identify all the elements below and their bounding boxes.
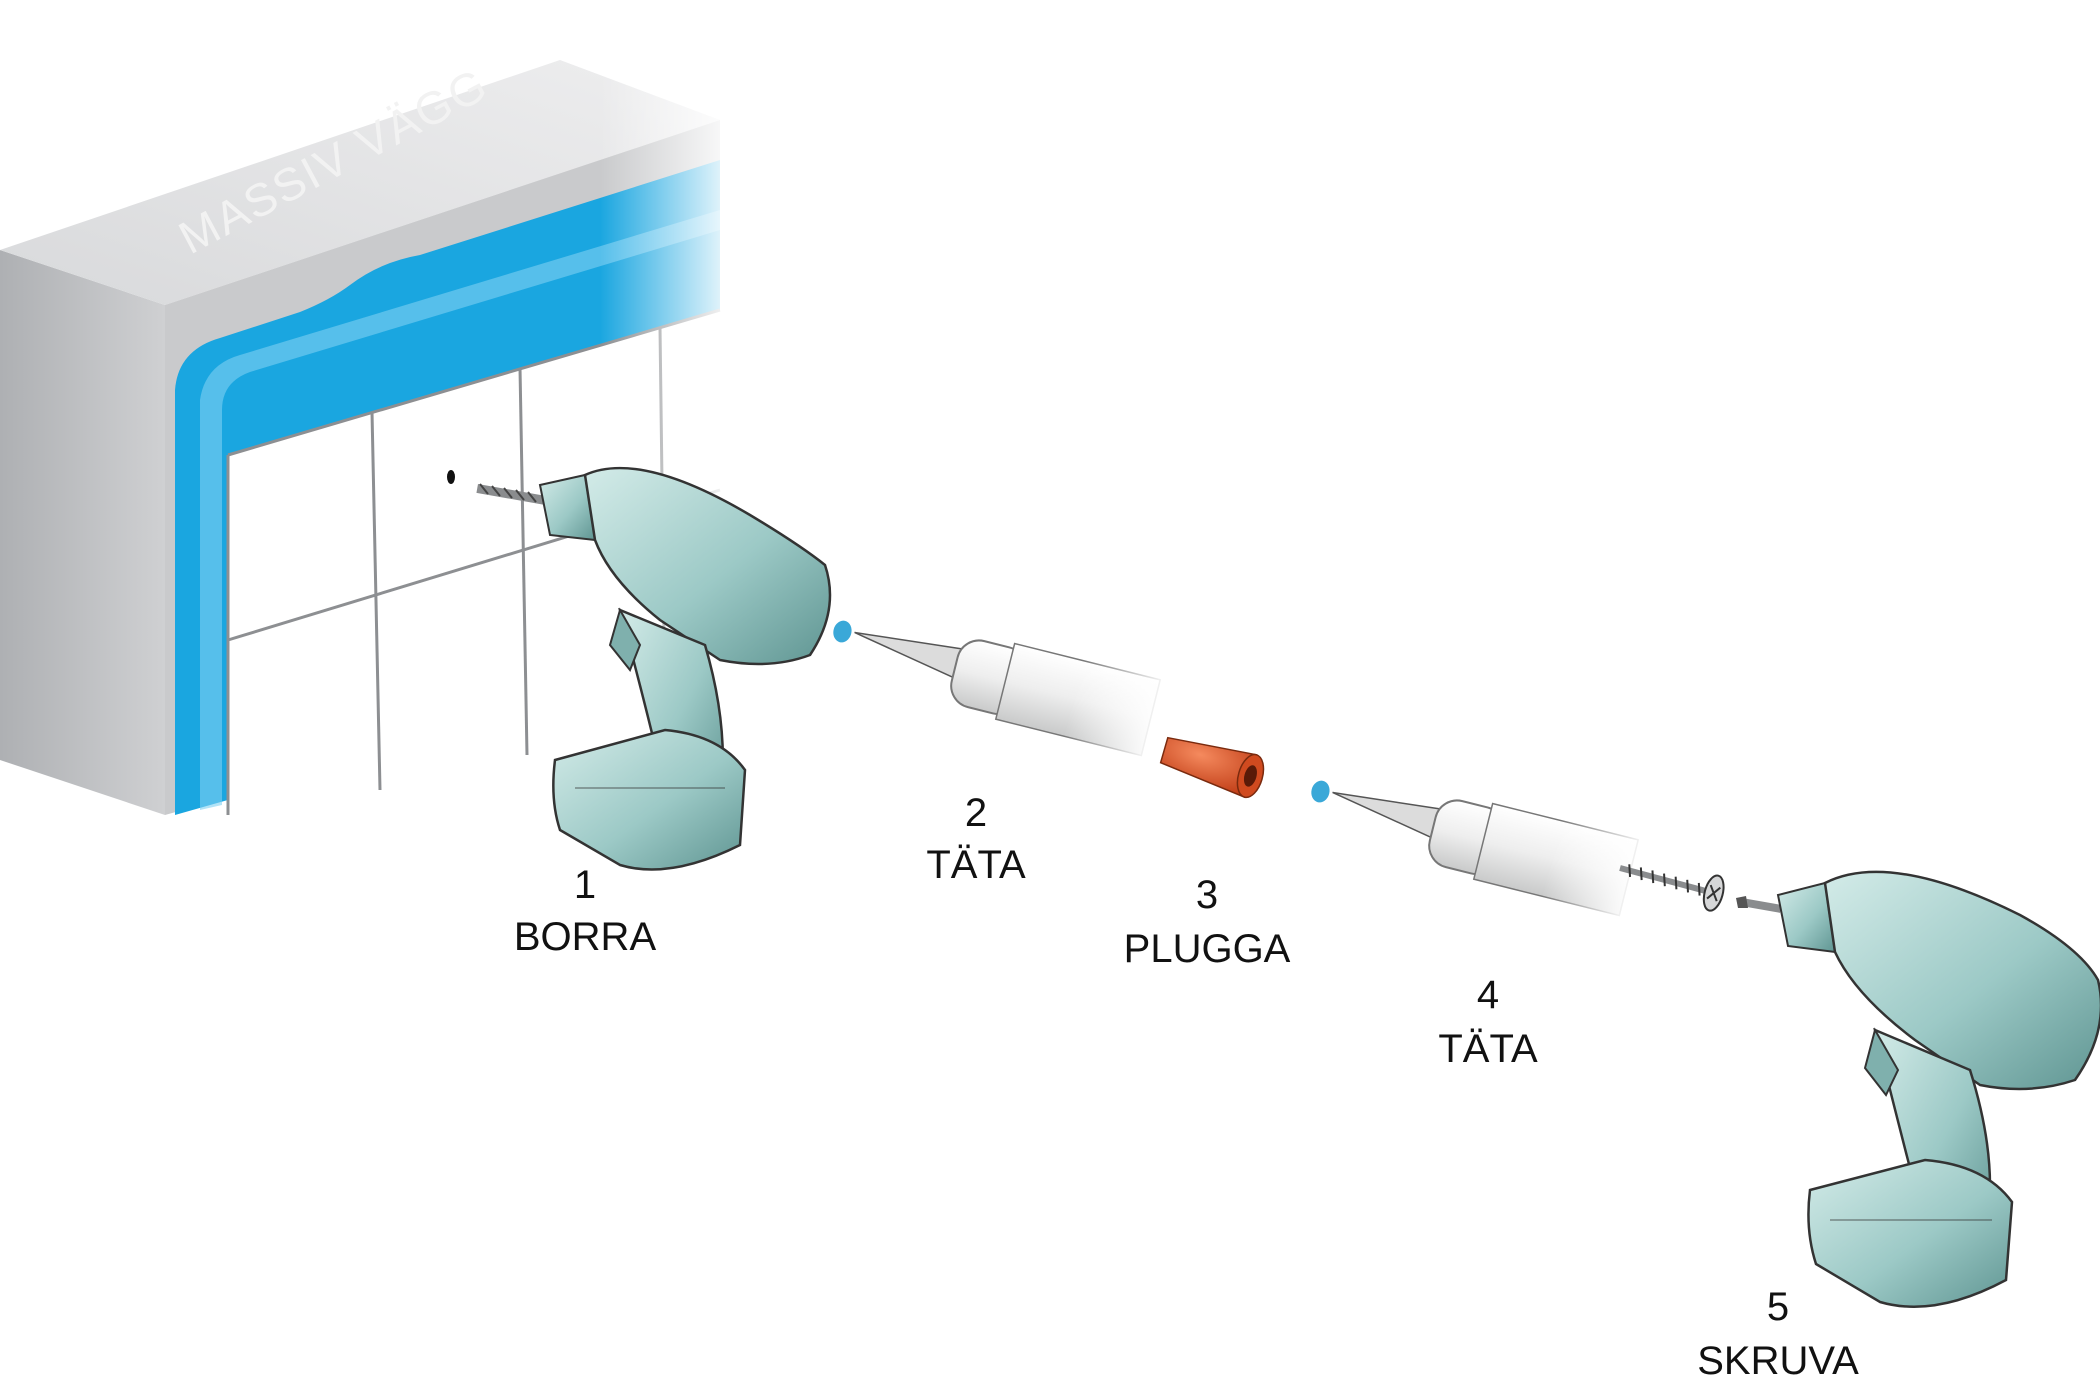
screw-icon xyxy=(1619,864,1725,912)
drill-bit xyxy=(476,483,549,506)
wall-plug-icon xyxy=(1159,736,1265,799)
step-number: 4 xyxy=(1477,973,1499,1017)
step-number: 3 xyxy=(1196,873,1218,917)
step-text: SKRUVA xyxy=(1697,1339,1859,1383)
drilled-hole xyxy=(447,470,455,484)
sealant-drop xyxy=(833,620,852,643)
step-5-label: 5 SKRUVA xyxy=(1697,1285,1859,1383)
step-text: TÄTA xyxy=(926,843,1026,887)
step-text: TÄTA xyxy=(1438,1027,1538,1071)
sealant-tube-icon xyxy=(833,620,1172,765)
step-text: PLUGGA xyxy=(1124,927,1291,971)
sealant-tube-icon xyxy=(1311,780,1650,925)
drill-icon xyxy=(1736,870,2100,1308)
step-text: BORRA xyxy=(514,915,657,959)
step-1-label: 1 BORRA xyxy=(514,863,657,959)
wall-side-face xyxy=(0,250,165,815)
drill-icon xyxy=(476,466,832,871)
wall-tile-area xyxy=(228,310,720,815)
screwdriver-bit xyxy=(1736,896,1782,913)
step-4-label: 4 TÄTA xyxy=(1438,973,1538,1071)
step-number: 5 xyxy=(1767,1285,1789,1329)
step-3-label: 3 PLUGGA xyxy=(1124,873,1291,971)
sealant-drop xyxy=(1311,780,1330,803)
massive-wall: MASSIV VÄGG xyxy=(0,40,740,840)
step-number: 1 xyxy=(574,863,596,907)
wall-top-face xyxy=(0,60,720,305)
step-2-label: 2 TÄTA xyxy=(926,791,1026,887)
step-number: 2 xyxy=(965,791,987,835)
